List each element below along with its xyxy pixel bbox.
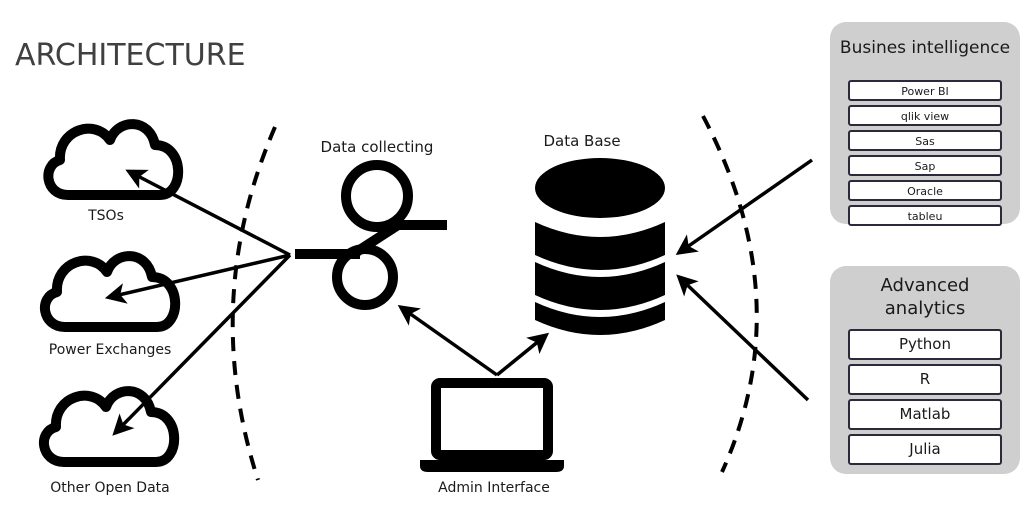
bi-item: qlik view [848,105,1002,126]
advanced-analytics-panel: Advanced analytics Python R Matlab Julia [830,266,1020,474]
arrow-analytics-to-database [676,274,810,402]
analytics-item: Matlab [848,399,1002,430]
cloud-icon [38,386,180,467]
bi-item: Power BI [848,80,1002,101]
bi-item: Oracle [848,180,1002,201]
arrow-admin-to-collecting [397,304,499,377]
source-label-power-exchanges: Power Exchanges [48,342,172,358]
page-title: ARCHITECTURE [15,38,246,73]
analytics-item: R [848,364,1002,395]
cloud-icon [39,251,181,332]
bi-item: tableu [848,205,1002,226]
boundary-dashed-left [230,126,277,481]
data-collecting-label: Data collecting [320,138,434,156]
advanced-analytics-title-text: Advanced analytics [880,275,970,319]
source-label-tsos: TSOs [88,208,124,224]
arrow-to-power-exchanges [104,253,291,304]
analytics-item: Julia [848,434,1002,465]
database-label: Data Base [543,132,621,150]
business-intelligence-title: Busines intelligence [839,38,1011,58]
advanced-analytics-title: Advanced analytics [830,274,1020,320]
analytics-item: Python [848,329,1002,360]
bi-item: Sap [848,155,1002,176]
data-collecting-icon [295,160,447,310]
arrow-bi-to-database [675,158,814,256]
admin-interface-label: Admin Interface [438,480,550,496]
business-intelligence-panel: Busines intelligence Power BI qlik view … [830,22,1020,226]
source-label-other-open-data: Other Open Data [50,480,170,496]
arrow-admin-to-database [495,332,550,377]
bi-item: Sas [848,130,1002,151]
database-icon [535,158,665,335]
laptop-icon [420,378,564,472]
arrow-to-tsos [125,169,291,257]
cloud-icon [43,119,184,200]
arrow-to-other-open-data [112,253,292,436]
boundary-dashed-right [701,115,759,473]
